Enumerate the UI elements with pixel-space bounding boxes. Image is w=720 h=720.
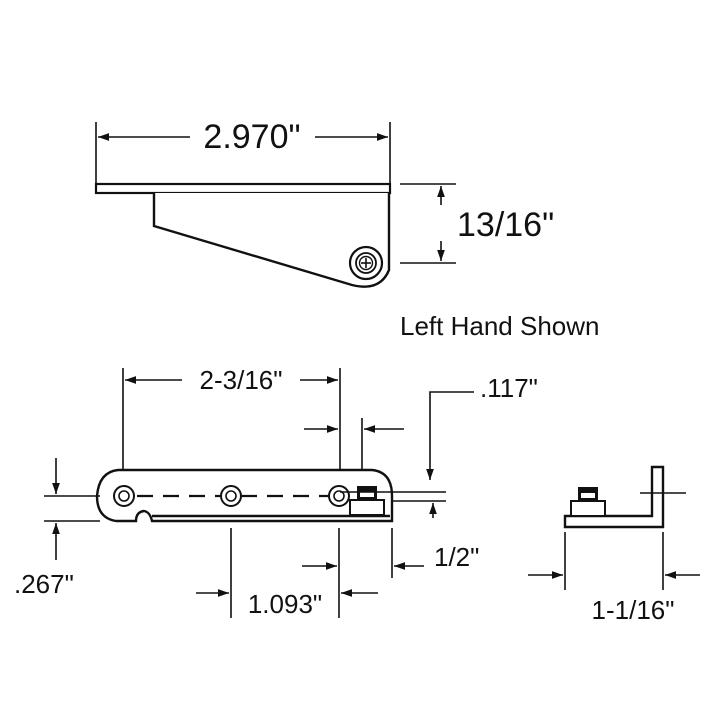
dim-pin-offset: 1/2" [434,542,479,572]
mounting-hole [220,485,242,507]
dim-offset: .117" [480,373,538,403]
dim-hole-offset: .267" [14,569,74,599]
dim-hole-span: 2-3/16" [200,365,283,395]
bottom-view: 2-3/16" .117" [14,365,538,619]
dim-top-width: 2.970" [203,118,300,156]
pivot-pin [348,245,384,281]
side-pin-nut [570,487,606,517]
side-view: 1-1/16" [528,465,700,625]
mounting-hole [113,485,135,507]
pin-nut [349,486,385,516]
mounting-hole [328,485,350,507]
note-left-hand-shown: Left Hand Shown [400,311,599,341]
dim-side-width: 1-1/16" [592,595,675,625]
dim-top-height: 13/16" [457,206,554,244]
top-view: 2.970" 13/16" [94,118,554,288]
dim-hole-pitch: 1.093" [248,589,322,619]
